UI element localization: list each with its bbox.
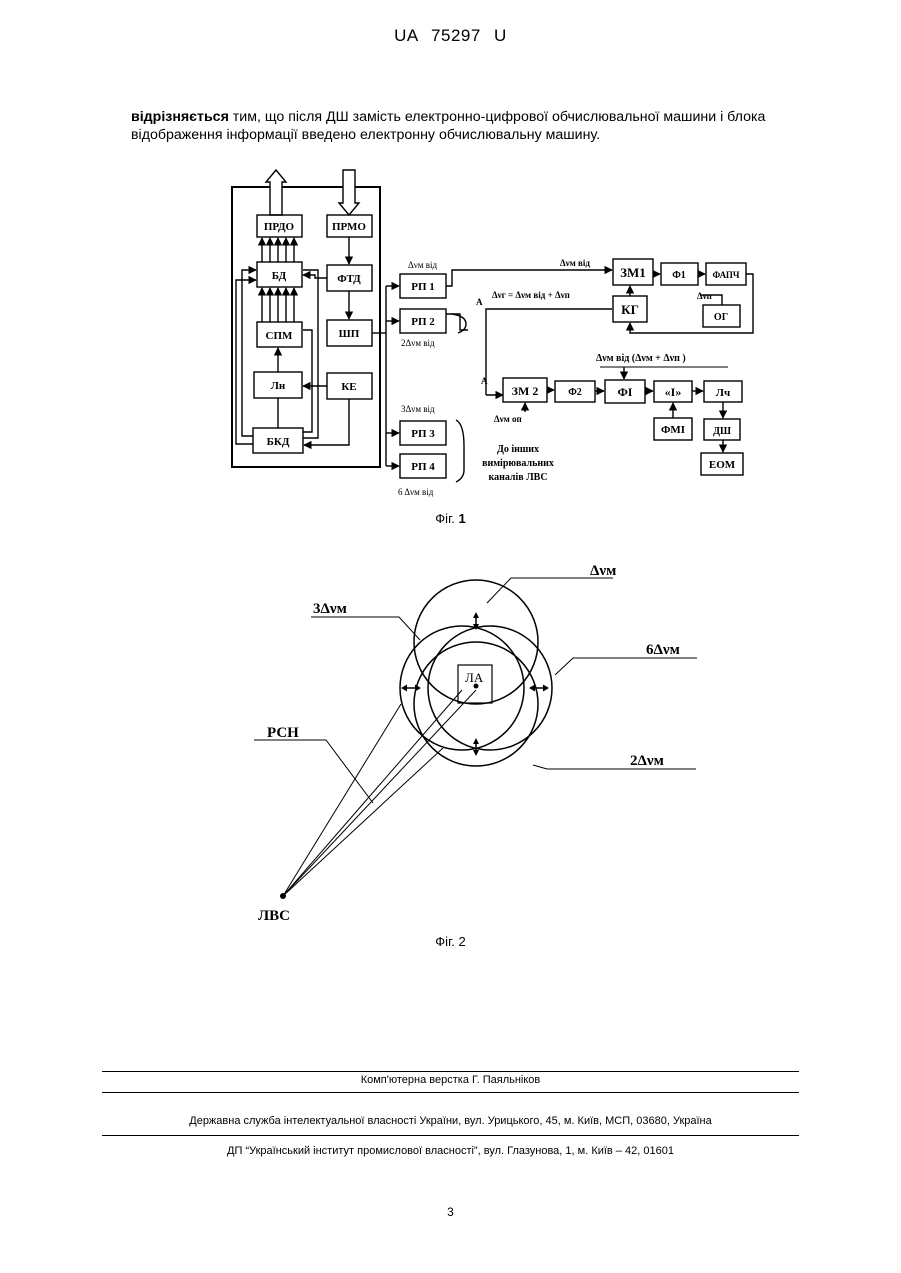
footer-rule-bottom [102,1135,799,1136]
label-6-delta-nu: 6Δνм [646,642,680,658]
fig2-caption-prefix: Фіг. [435,934,458,949]
label-3-delta-nu: 3Δνм [313,601,347,617]
figure-2-diagram: Δνм 3Δνм 6Δνм 2Δνм РСН ЛА ЛВС [0,0,901,960]
figure-2-caption: Фіг. 2 [0,934,901,949]
page-number: 3 [0,1205,901,1219]
label-la: ЛА [465,670,484,685]
footer-layout-credit: Комп'ютерна верстка Г. Паяльніков [0,1074,901,1086]
label-2-delta-nu: 2Δνм [630,753,664,769]
footer-agency-address: Державна служба інтелектуальної власност… [0,1115,901,1127]
fig2-caption-number: 2 [458,934,465,949]
label-rsn: РСН [267,725,299,741]
label-lvs: ЛВС [258,908,290,924]
footer-rule-middle [102,1092,799,1093]
footer-institute-address: ДП “Український інститут промислової вла… [0,1145,901,1157]
label-delta-nu: Δνм [590,563,616,579]
footer-rule-top [102,1071,799,1072]
